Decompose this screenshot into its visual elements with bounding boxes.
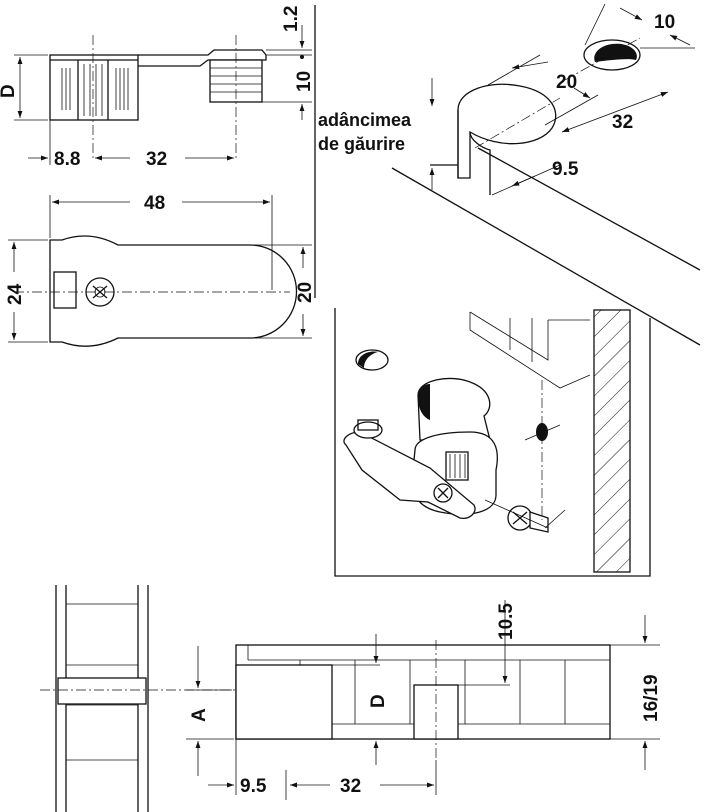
dim-32-top: 32: [146, 149, 167, 170]
dim-32-iso: 32: [612, 112, 633, 133]
dim-10-top: 10: [294, 71, 315, 92]
iso-drilling-view: [391, 3, 701, 346]
side-view: [14, 5, 316, 298]
housing-section: [235, 664, 333, 740]
drilling-depth-label-1: adâncimea: [318, 110, 412, 130]
dim-16-19: 16/19: [641, 674, 662, 722]
dim-D-top: D: [0, 84, 19, 98]
dim-9-5-section: 9.5: [240, 776, 267, 797]
dim-32-section: 32: [340, 776, 361, 797]
panel-section: [593, 309, 631, 573]
dim-48: 48: [144, 193, 165, 214]
dim-10-iso: 10: [654, 12, 675, 33]
plan-view: [8, 195, 312, 347]
drilling-depth-label-2: de găurire: [318, 134, 405, 154]
dim-9-5-iso: 9.5: [552, 159, 579, 180]
dim-8-8: 8.8: [54, 149, 80, 170]
assembly-view: [334, 308, 651, 577]
dim-A: A: [189, 708, 210, 722]
dim-1-2: 1.2: [281, 6, 302, 32]
housing-body: [49, 54, 139, 121]
dim-10-5: 10.5: [496, 603, 517, 640]
section-view: [186, 600, 660, 800]
panel-side-section: [40, 585, 300, 812]
housing-ribs: [61, 60, 129, 120]
dim-20-plan: 20: [295, 282, 316, 303]
dim-D-section: D: [368, 694, 389, 708]
dowel: [57, 677, 147, 705]
dim-24: 24: [5, 283, 26, 305]
dim-20-iso: 20: [556, 72, 577, 93]
